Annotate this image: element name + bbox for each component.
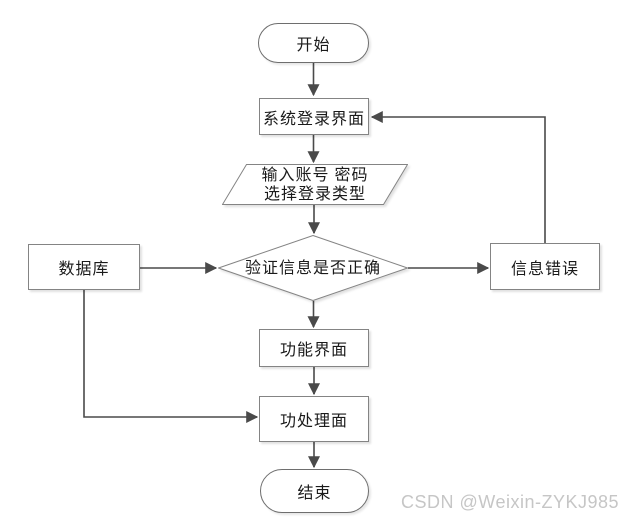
node-process-ui-label: 功处理面 [279, 413, 348, 430]
node-info-error-label: 信息错误 [510, 260, 579, 278]
node-database-label: 数据库 [58, 261, 110, 278]
edge-database-process [83, 290, 257, 418]
node-start-label: 开始 [296, 37, 331, 54]
node-end-label: 结束 [297, 485, 332, 502]
node-input-io-line1: 输入账号 密码 [261, 166, 369, 184]
diamond-shape [218, 235, 408, 301]
edge-error-login [372, 116, 546, 243]
csdn-watermark: CSDN @Weixin-ZYKJ985 [401, 492, 619, 512]
node-process-ui: 功处理面 [259, 396, 369, 442]
node-function-ui-label: 功能界面 [279, 342, 348, 359]
node-input-io-line2: 选择登录类型 [263, 185, 366, 203]
node-info-error: 信息错误 [490, 243, 600, 290]
node-input-io: 输入账号 密码 选择登录类型 [222, 164, 408, 205]
node-database: 数据库 [28, 244, 140, 290]
parallelogram-shape [222, 164, 408, 205]
node-verify: 验证信息是否正确 [218, 235, 408, 301]
node-function-ui: 功能界面 [259, 329, 369, 367]
node-end: 结束 [260, 469, 369, 513]
node-login-ui: 系统登录界面 [259, 98, 369, 135]
node-login-ui-label: 系统登录界面 [262, 110, 365, 128]
node-start: 开始 [258, 23, 369, 63]
node-input-io-label: 输入账号 密码 选择登录类型 [222, 164, 408, 205]
node-verify-label: 验证信息是否正确 [244, 259, 381, 277]
